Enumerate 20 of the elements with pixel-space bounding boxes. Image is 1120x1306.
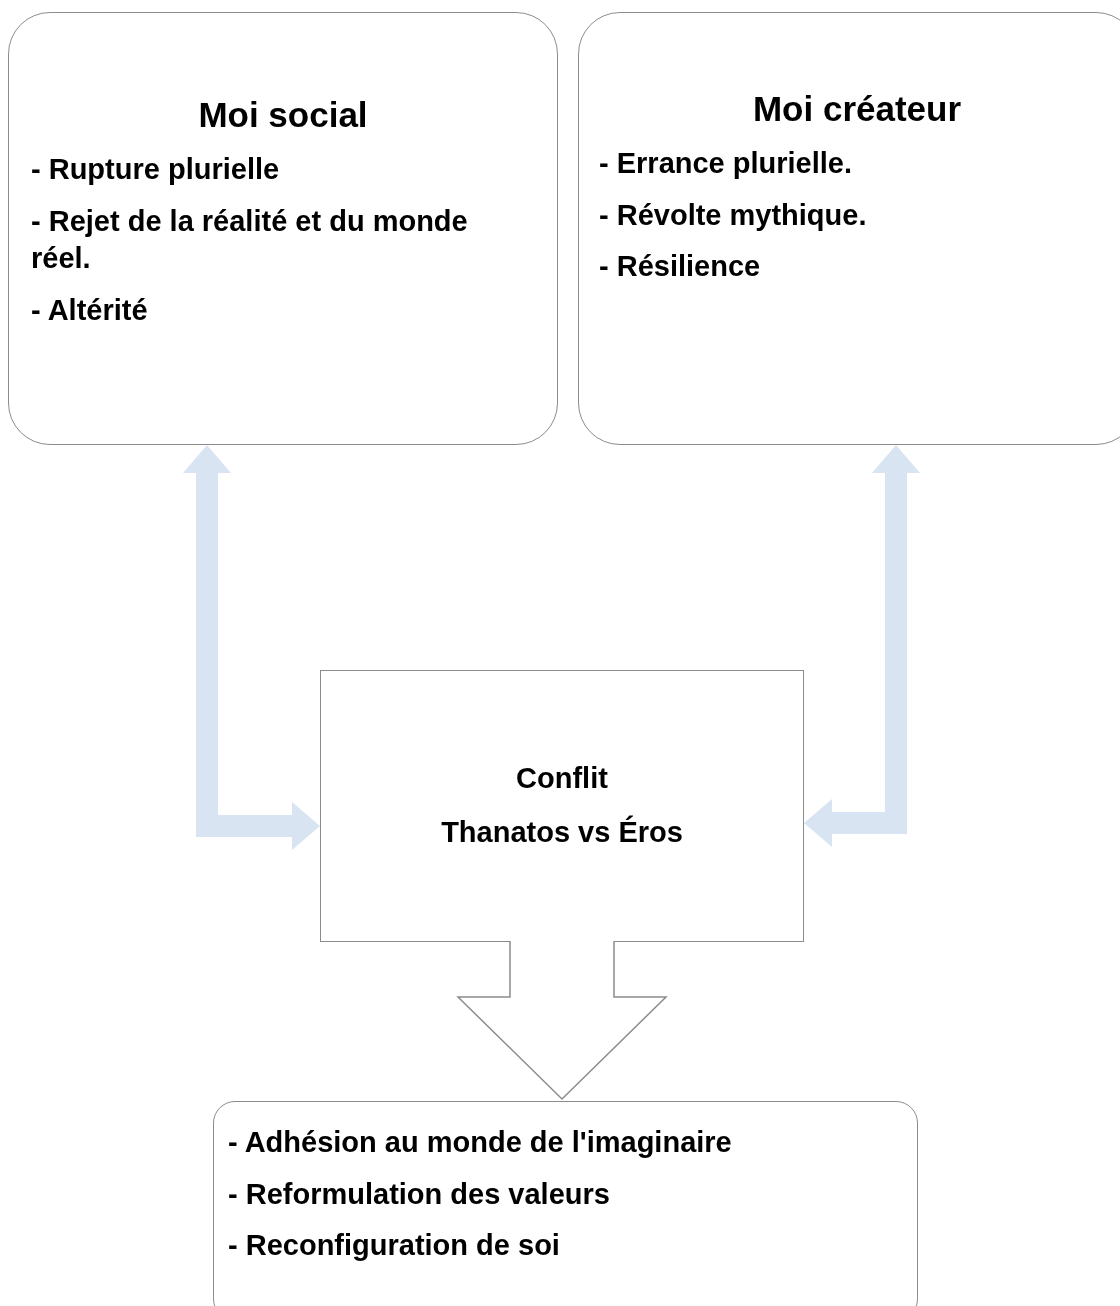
- box-text: Thanatos vs Éros: [441, 814, 683, 850]
- list-item: - Adhésion au monde de l'imaginaire: [228, 1125, 733, 1160]
- list-item: - Reconfiguration de soi: [228, 1228, 561, 1264]
- rounded-box: [213, 1101, 918, 1306]
- double-arrow: [804, 445, 920, 847]
- block-arrow: [456, 940, 668, 1101]
- list-item: - Rupture plurielle: [31, 152, 281, 187]
- process-box: [320, 670, 804, 942]
- list-item: - Reformulation des valeurs: [228, 1176, 611, 1212]
- rounded-box: [8, 12, 558, 445]
- double-arrow: [183, 445, 320, 850]
- rounded-box: [578, 12, 1120, 445]
- box-heading: Moi créateur: [751, 89, 963, 129]
- list-item: - Errance plurielle.: [599, 146, 854, 181]
- box-text: Conflit: [516, 761, 608, 797]
- list-item: - Rejet de la réalité et du monde réel.: [31, 203, 469, 277]
- list-item: - Altérité: [31, 293, 149, 329]
- box-heading: Moi social: [197, 95, 369, 135]
- list-item: - Révolte mythique.: [599, 197, 868, 233]
- list-item: - Résilience: [599, 249, 762, 285]
